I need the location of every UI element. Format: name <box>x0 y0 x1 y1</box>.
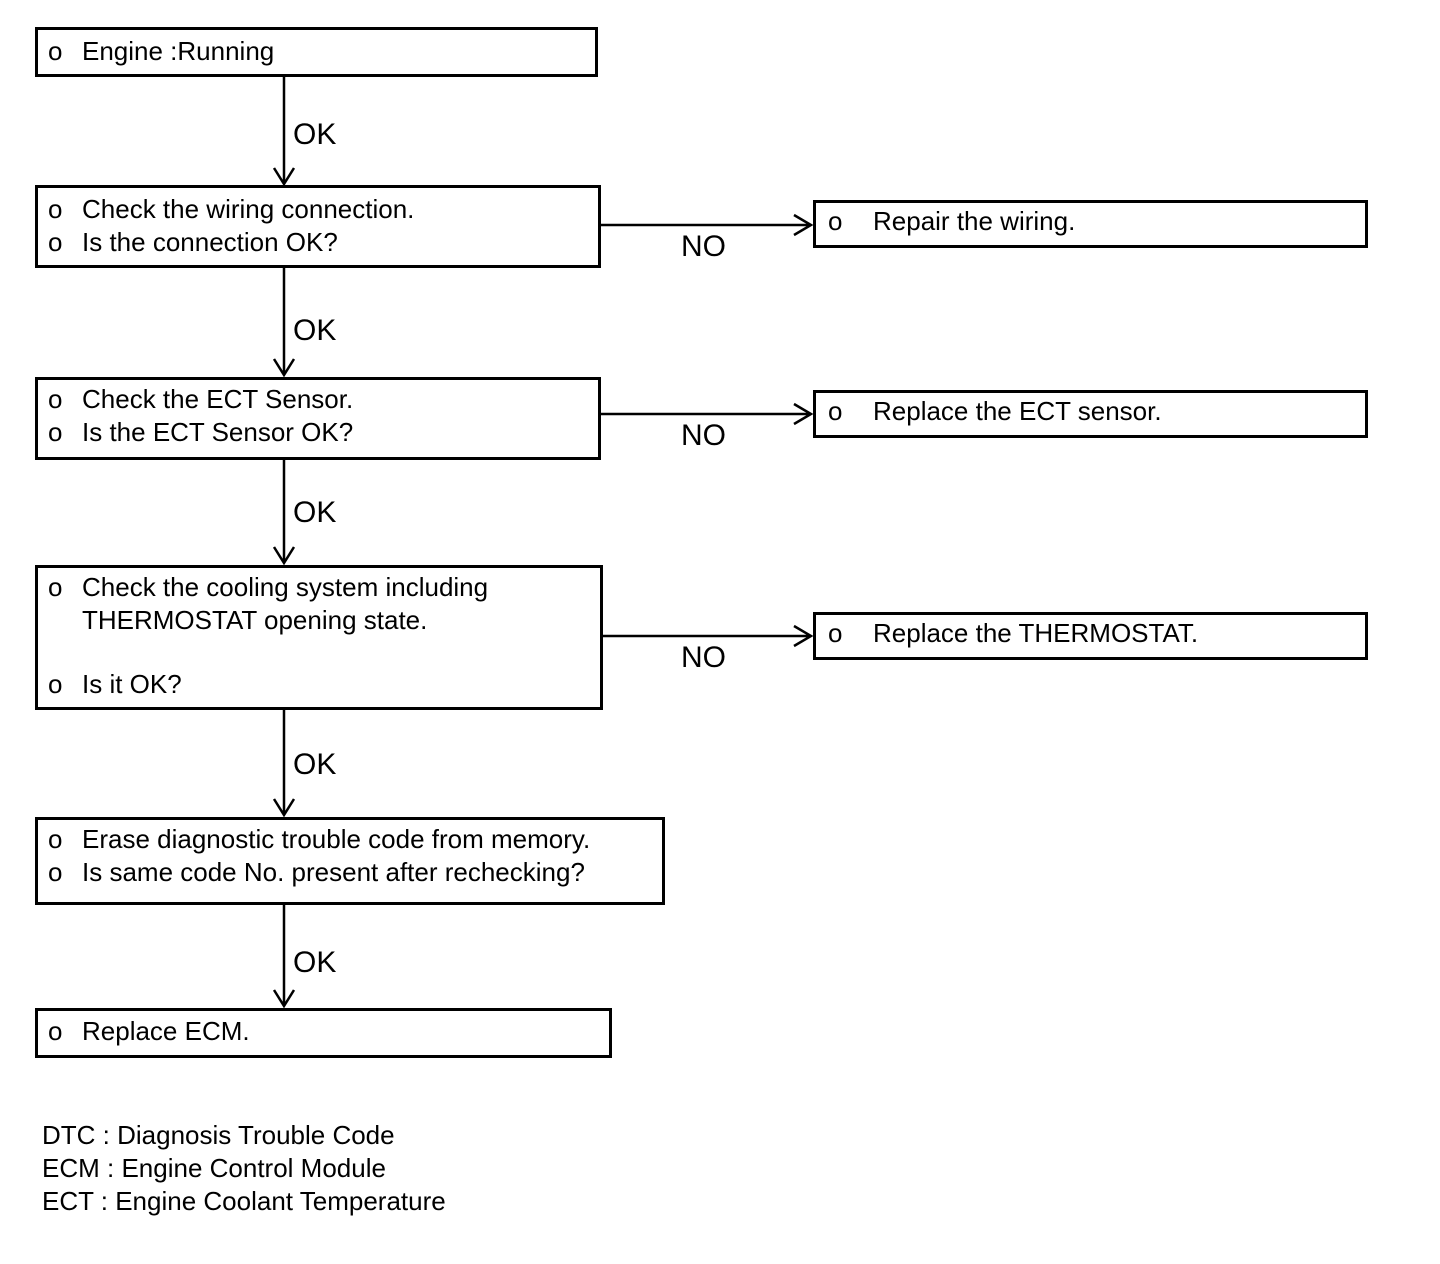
step-text-line: Check the ECT Sensor. <box>82 384 354 414</box>
step-text: Check the wiring connection. <box>82 193 583 226</box>
step-text-line: Is the connection OK? <box>82 227 338 257</box>
arrow-cooling-to-erase <box>272 710 296 818</box>
step-text: Is the connection OK? <box>82 226 583 259</box>
step-text-line: Replace the ECT sensor. <box>873 396 1162 426</box>
step-text: Replace the THERMOSTAT. <box>873 617 1353 650</box>
step-text: Check the ECT Sensor. <box>82 383 583 416</box>
bullet-marker: o <box>828 206 843 236</box>
step-item: o Replace the THERMOSTAT. <box>816 617 1353 650</box>
arrow-ect-to-cooling <box>272 460 296 566</box>
legend: DTC : Diagnosis Trouble Code ECM : Engin… <box>42 1119 446 1218</box>
ok-label: OK <box>293 748 337 781</box>
step-item: o Check the cooling system including THE… <box>38 571 585 637</box>
step-text: Repair the wiring. <box>873 205 1353 238</box>
no-label: NO <box>681 419 726 452</box>
bullet-marker: o <box>48 227 63 257</box>
step-item: o Replace ECM. <box>38 1015 594 1048</box>
step-text-line: Is the ECT Sensor OK? <box>82 417 354 447</box>
step-text: Replace ECM. <box>82 1015 594 1048</box>
step-item: o Is same code No. present after recheck… <box>38 856 647 889</box>
no-label: NO <box>681 230 726 263</box>
step-text: Is it OK? <box>82 668 585 701</box>
step-text-line: THERMOSTAT opening state. <box>82 605 428 635</box>
step-text-line: Check the cooling system including <box>82 572 489 602</box>
arrow-ect-to-replace-ect <box>601 402 814 426</box>
step-text-line: Repair the wiring. <box>873 206 1076 236</box>
action-replace-thermostat: o Replace the THERMOSTAT. <box>813 612 1368 660</box>
action-replace-ect-sensor: o Replace the ECT sensor. <box>813 390 1368 438</box>
bullet-marker: o <box>48 384 63 414</box>
step-item: o Is it OK? <box>38 668 585 701</box>
step-text-line: Engine :Running <box>82 36 275 66</box>
legend-line: ECT : Engine Coolant Temperature <box>42 1186 446 1216</box>
step-erase-dtc: o Erase diagnostic trouble code from mem… <box>35 817 665 905</box>
step-text-line: Is same code No. present after recheckin… <box>82 857 585 887</box>
arrow-cooling-to-thermostat <box>603 624 814 648</box>
step-item: o Is the ECT Sensor OK? <box>38 416 583 449</box>
arrow-wiring-to-repair <box>601 213 814 237</box>
ok-label: OK <box>293 314 337 347</box>
step-text: Is same code No. present after recheckin… <box>82 856 647 889</box>
step-check-cooling-system: o Check the cooling system including THE… <box>35 565 603 710</box>
bullet-marker: o <box>48 857 63 887</box>
step-item: o Erase diagnostic trouble code from mem… <box>38 823 647 856</box>
step-check-wiring: o Check the wiring connection. o Is the … <box>35 185 601 268</box>
bullet-marker: o <box>48 1016 63 1046</box>
step-item: o Engine :Running <box>38 35 580 68</box>
ok-label: OK <box>293 118 337 151</box>
bullet-marker: o <box>48 194 63 224</box>
step-text-line: Is it OK? <box>82 669 182 699</box>
step-item: o Check the ECT Sensor. <box>38 383 583 416</box>
step-item: o Check the wiring connection. <box>38 193 583 226</box>
bullet-marker: o <box>48 36 63 66</box>
step-text: Check the cooling system including THERM… <box>82 571 585 637</box>
step-check-ect-sensor: o Check the ECT Sensor. o Is the ECT Sen… <box>35 377 601 460</box>
step-text-line: Replace ECM. <box>82 1016 250 1046</box>
step-item: o Is the connection OK? <box>38 226 583 259</box>
legend-line: DTC : Diagnosis Trouble Code <box>42 1120 395 1150</box>
bullet-marker: o <box>48 669 63 699</box>
legend-line: ECM : Engine Control Module <box>42 1153 386 1183</box>
action-repair-wiring: o Repair the wiring. <box>813 200 1368 248</box>
arrow-engine-to-wiring <box>272 77 296 187</box>
bullet-marker: o <box>828 618 843 648</box>
arrow-wiring-to-ect <box>272 268 296 378</box>
ok-label: OK <box>293 946 337 979</box>
bullet-marker: o <box>48 572 63 602</box>
step-text-line: Replace the THERMOSTAT. <box>873 618 1199 648</box>
no-label: NO <box>681 641 726 674</box>
step-text-line: Erase diagnostic trouble code from memor… <box>82 824 591 854</box>
step-item: o Replace the ECT sensor. <box>816 395 1353 428</box>
bullet-marker: o <box>48 417 63 447</box>
step-text: Engine :Running <box>82 35 580 68</box>
step-text: Erase diagnostic trouble code from memor… <box>82 823 647 856</box>
ok-label: OK <box>293 496 337 529</box>
bullet-marker: o <box>48 824 63 854</box>
step-item: o Repair the wiring. <box>816 205 1353 238</box>
step-engine-running: o Engine :Running <box>35 27 598 77</box>
step-text-line: Check the wiring connection. <box>82 194 415 224</box>
arrow-erase-to-ecm <box>272 905 296 1009</box>
step-text: Is the ECT Sensor OK? <box>82 416 583 449</box>
step-replace-ecm: o Replace ECM. <box>35 1008 612 1058</box>
step-text: Replace the ECT sensor. <box>873 395 1353 428</box>
bullet-marker: o <box>828 396 843 426</box>
